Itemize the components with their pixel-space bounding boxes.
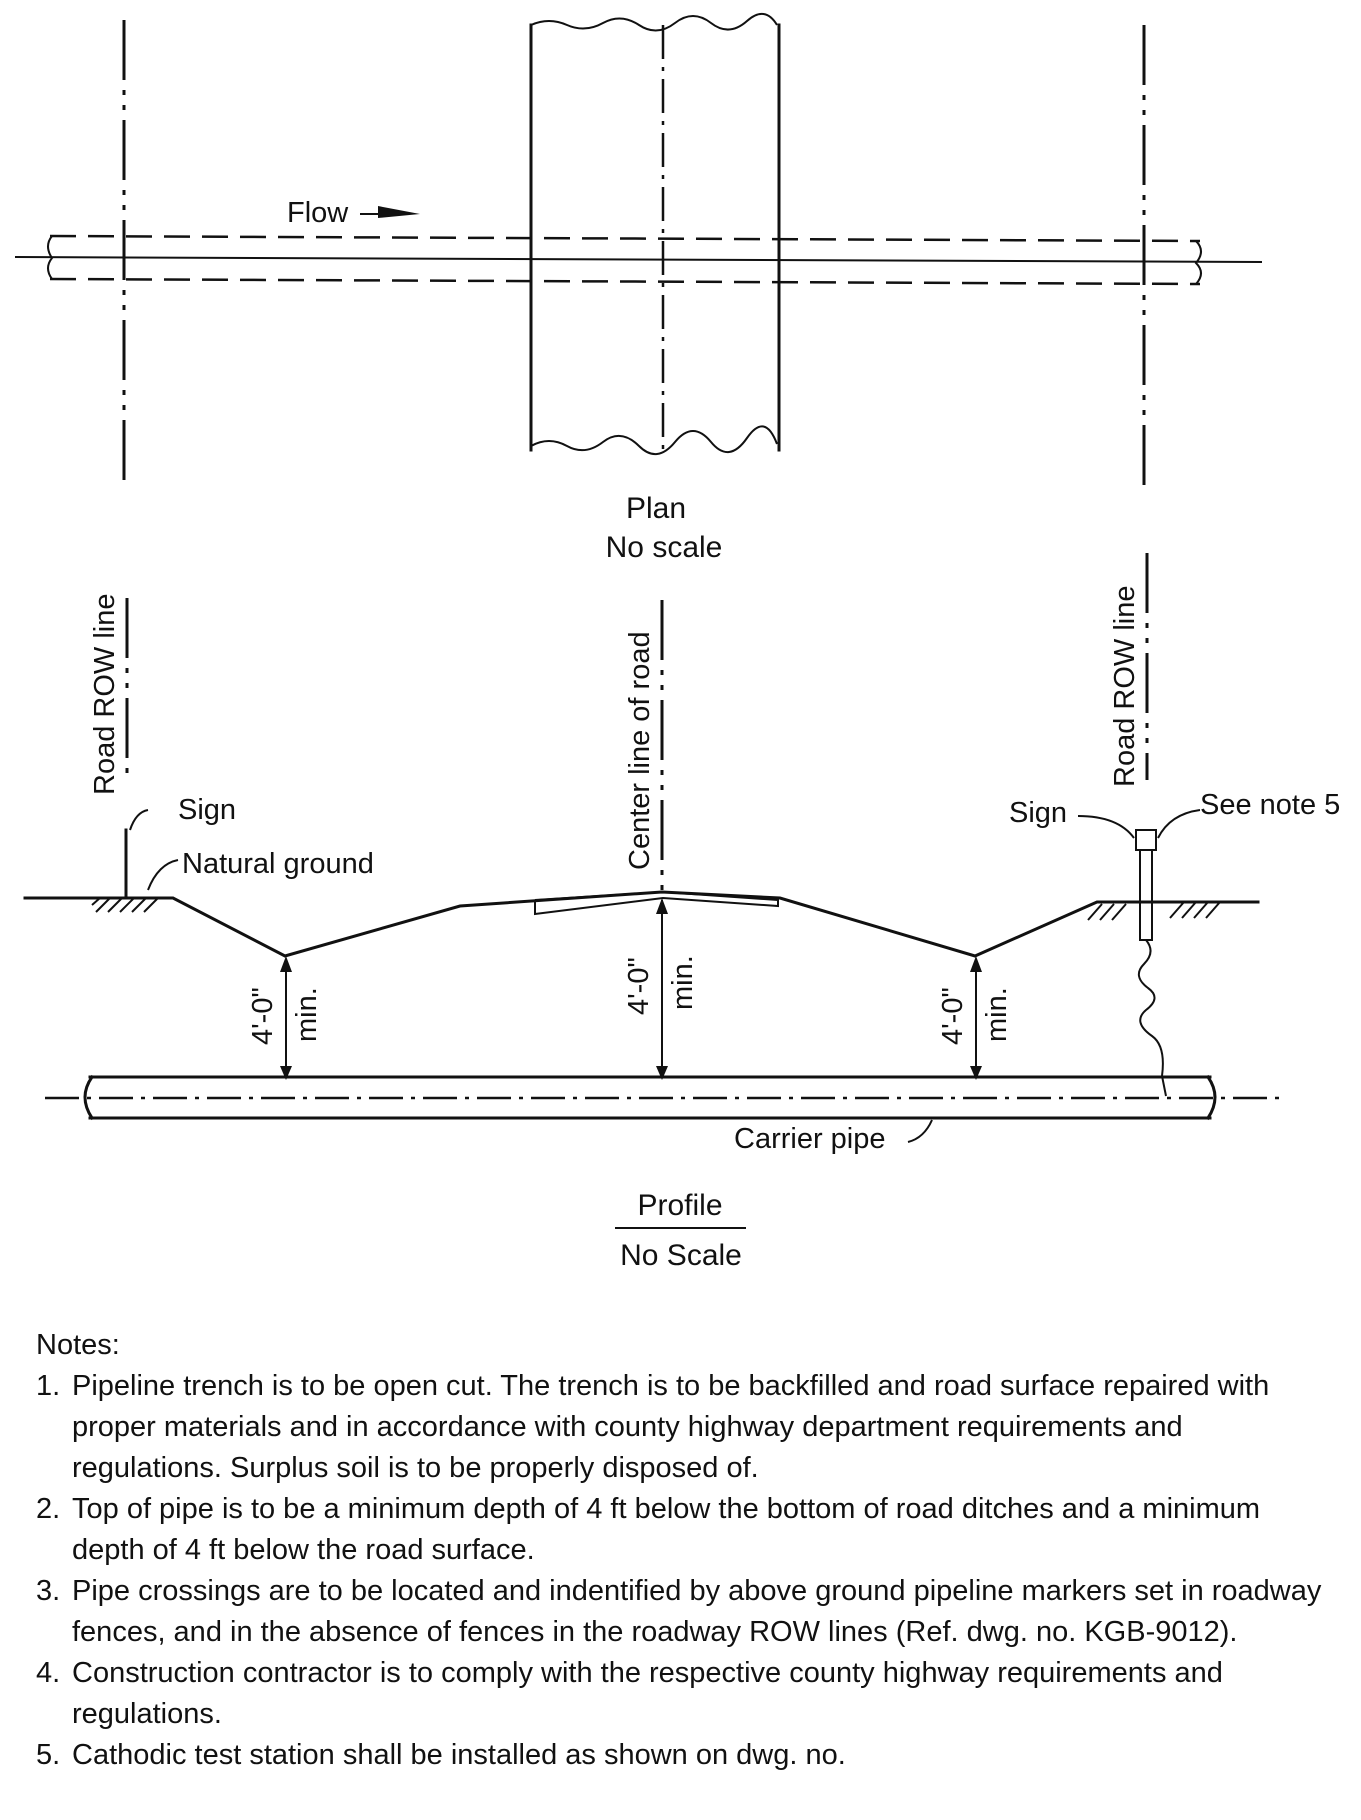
- ground-profile: [23, 890, 1260, 958]
- min-label-center: min.: [667, 955, 699, 1010]
- note-item: 5.Cathodic test station shall be install…: [36, 1739, 846, 1771]
- row-line-label-left: Road ROW line: [89, 594, 121, 795]
- depth-label-right: 4'-0": [937, 987, 969, 1045]
- natural-ground-label: Natural ground: [182, 848, 374, 880]
- flow-label: Flow: [287, 197, 349, 229]
- notes-section: Notes: 1.Pipeline trench is to be open c…: [36, 1325, 1336, 1776]
- pipeline-marker-icon: [1135, 829, 1167, 1097]
- plan-pipeline: [14, 234, 1263, 286]
- sign-label-left: Sign: [178, 794, 236, 826]
- plan-title: Plan: [626, 492, 686, 525]
- row-line-label-right: Road ROW line: [1109, 586, 1141, 787]
- depth-label-left: 4'-0": [247, 987, 279, 1045]
- flow-arrow-icon: [360, 206, 420, 218]
- profile-title: Profile: [637, 1189, 722, 1222]
- carrier-pipe: [45, 1074, 1285, 1121]
- profile-view: Road ROW line Road ROW line Center line …: [23, 553, 1340, 1272]
- notes-list: 1.Pipeline trench is to be open cut. The…: [36, 1366, 1336, 1776]
- depth-dimension-center: [656, 898, 668, 1080]
- profile-scale: No Scale: [620, 1239, 742, 1272]
- depth-dimension-left: [280, 956, 292, 1080]
- min-label-right: min.: [981, 987, 1013, 1042]
- depth-dimension-right: [970, 956, 982, 1080]
- note-item: 4.Construction contractor is to comply w…: [36, 1657, 1223, 1730]
- pipeline-crossing-drawing: Flow Plan No scale Road ROW line Road RO…: [14, 13, 1340, 1272]
- min-label-left: min.: [291, 987, 323, 1042]
- notes-heading: Notes:: [36, 1329, 120, 1361]
- sign-label-right: Sign: [1009, 797, 1067, 829]
- see-note-label: See note 5: [1200, 789, 1340, 821]
- carrier-pipe-label: Carrier pipe: [734, 1123, 886, 1155]
- note-item: 2.Top of pipe is to be a minimum depth o…: [36, 1493, 1261, 1566]
- plan-road: [529, 13, 781, 455]
- plan-scale: No scale: [606, 531, 723, 564]
- center-line-label: Center line of road: [624, 631, 656, 870]
- depth-label-center: 4'-0": [623, 957, 655, 1015]
- note-item: 1.Pipeline trench is to be open cut. The…: [36, 1370, 1270, 1484]
- note-item: 3.Pipe crossings are to be located and i…: [36, 1575, 1322, 1648]
- plan-view: Flow Plan No scale: [14, 13, 1263, 564]
